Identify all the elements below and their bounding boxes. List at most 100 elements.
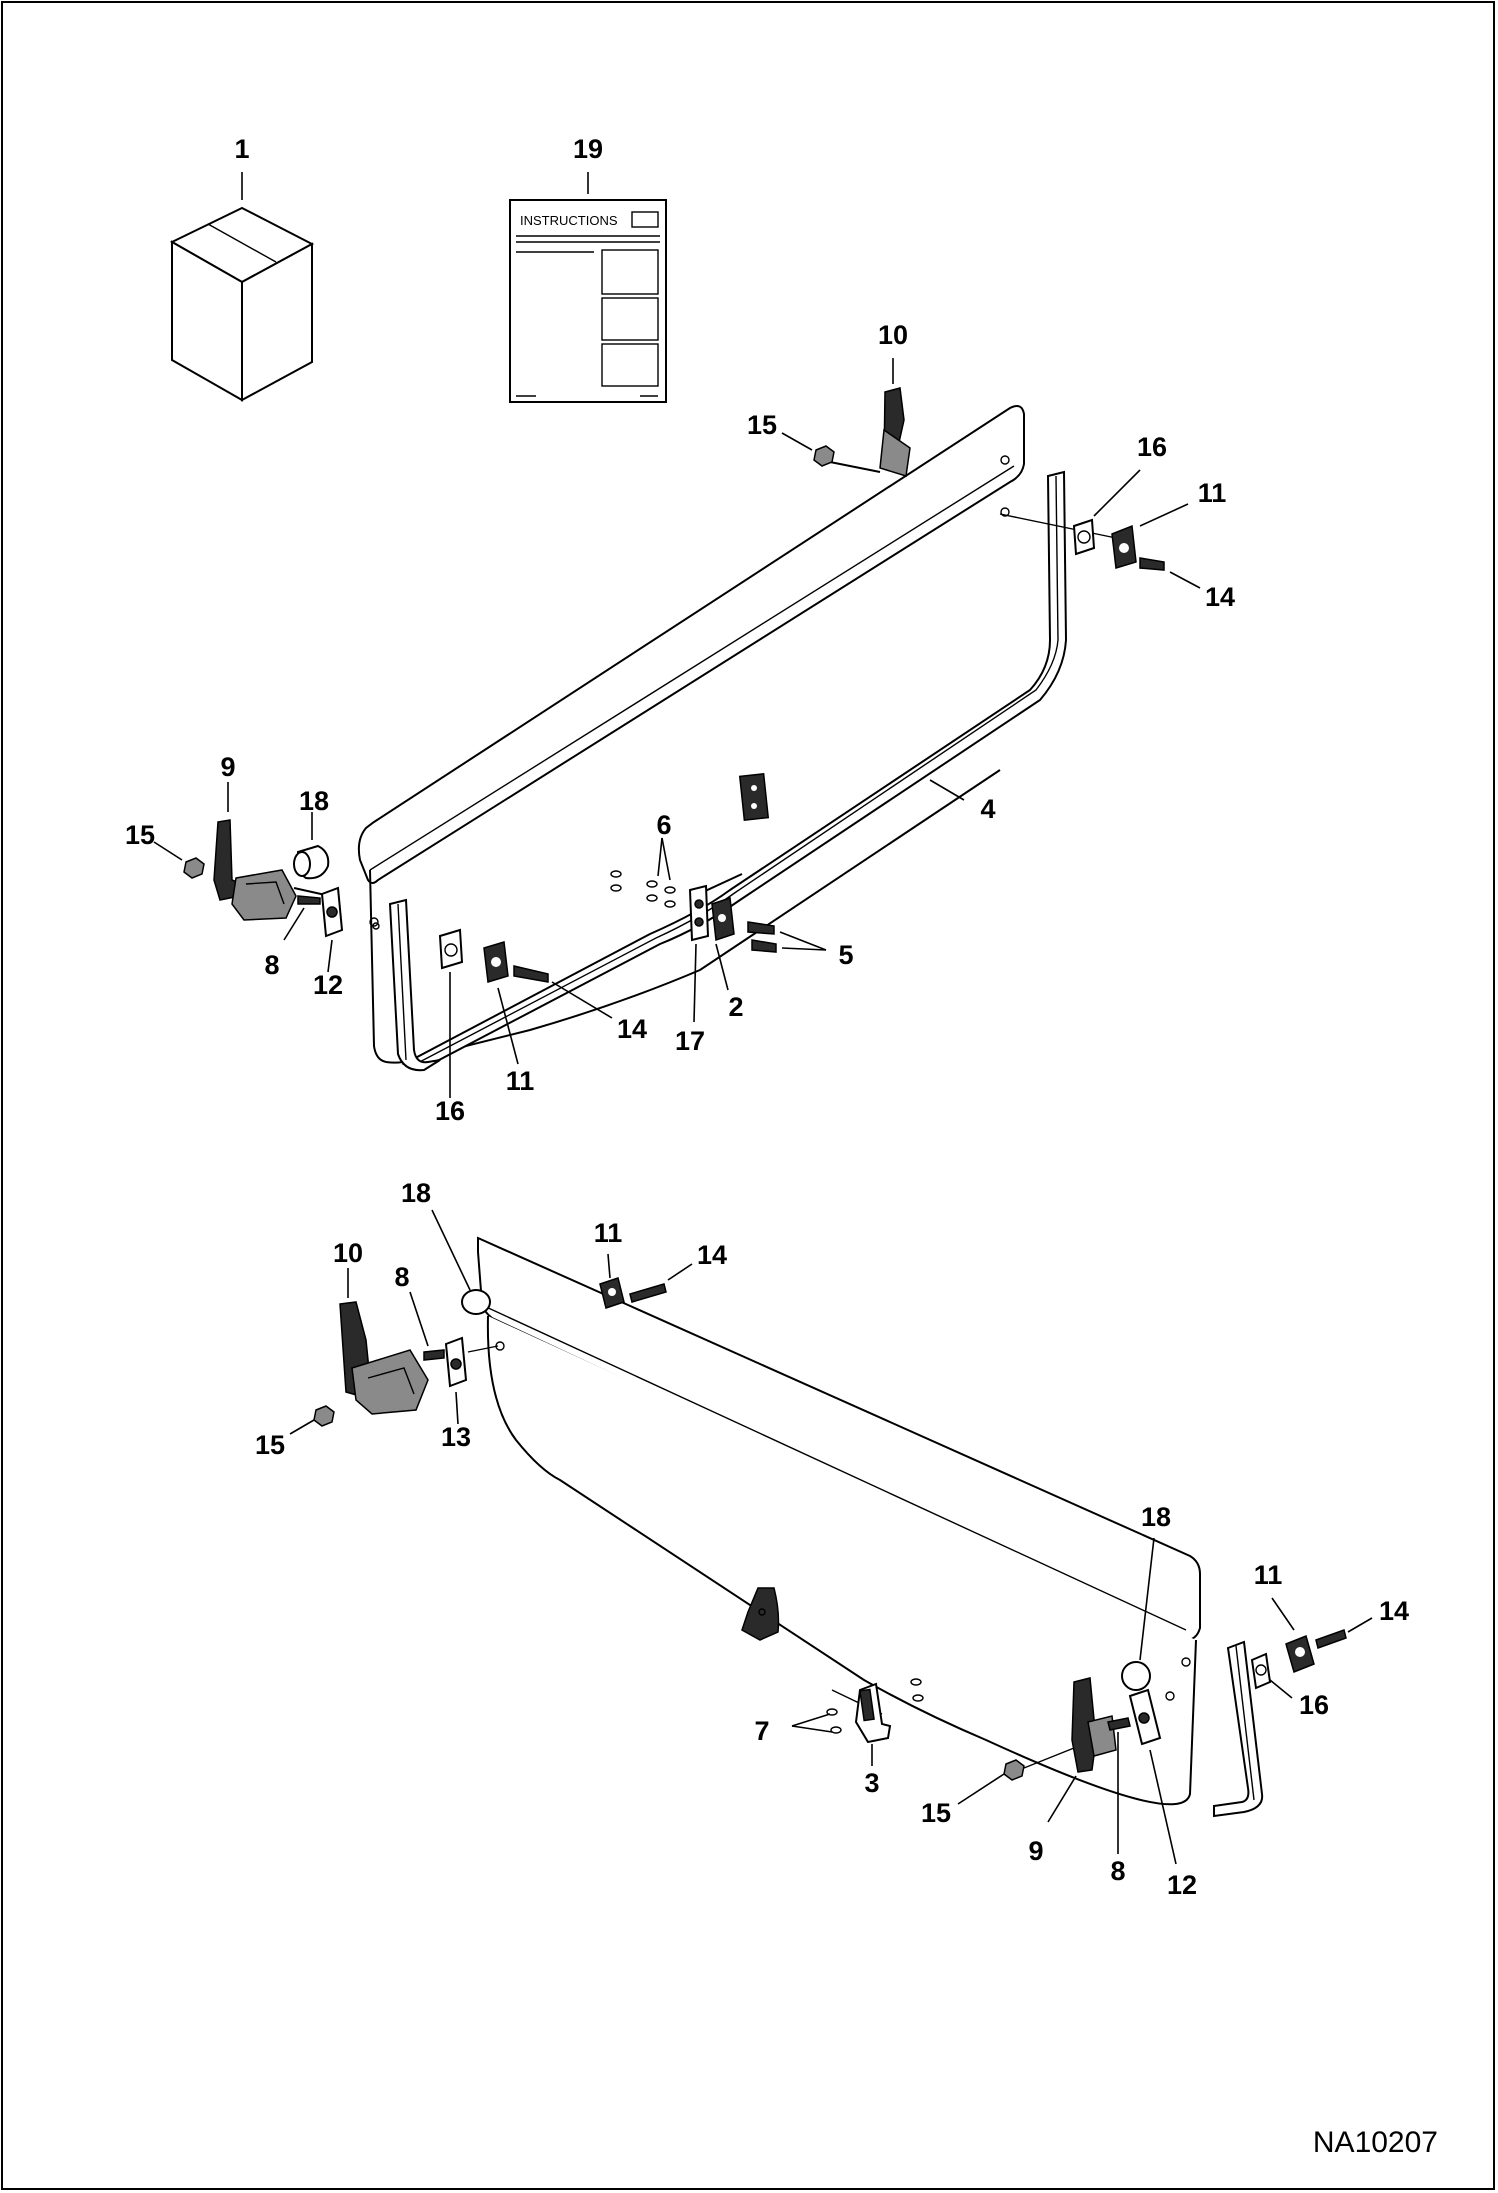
instruction-sheet: INSTRUCTIONS <box>509 199 667 403</box>
lower-door-panel <box>477 1236 1264 1818</box>
callout-u15a: 15 <box>747 410 777 440</box>
nut-l15a <box>313 1405 335 1427</box>
washers-u6 <box>610 870 676 908</box>
shipping-box <box>169 206 315 402</box>
leader-l18a <box>431 1209 471 1291</box>
callout-l10: 10 <box>333 1238 363 1268</box>
leader-l11b <box>1271 1597 1295 1631</box>
leader-l7b <box>791 1725 833 1733</box>
leader-u5b <box>781 947 827 951</box>
leader-u2 <box>715 943 729 991</box>
leader-l15b <box>957 1773 1005 1805</box>
callout-l9: 9 <box>1028 1836 1043 1866</box>
callout-l3: 3 <box>864 1768 879 1798</box>
leader-u8 <box>283 907 305 941</box>
callout-u11a: 11 <box>1198 478 1227 508</box>
callout-u6: 6 <box>656 810 671 840</box>
callout-l14a: 14 <box>697 1240 727 1270</box>
callout-l15b: 15 <box>921 1798 951 1828</box>
callout-u15b: 15 <box>125 820 155 850</box>
leader-u14a <box>1169 571 1201 589</box>
leader-l11a <box>607 1253 611 1279</box>
leader-u5a <box>779 931 827 951</box>
nut-u15a <box>813 445 835 467</box>
leader-l16 <box>1269 1679 1293 1699</box>
screw-l14b <box>1315 1629 1347 1649</box>
callout-u9: 9 <box>220 752 235 782</box>
callout-1: 1 <box>234 134 249 164</box>
nut-u15b <box>183 857 205 879</box>
leader-u6a <box>657 837 663 877</box>
leader-l14b <box>1347 1617 1373 1633</box>
leader-u15b <box>153 841 183 861</box>
callout-l13: 13 <box>441 1422 471 1452</box>
screw-u14a <box>1139 557 1165 571</box>
leader-u12 <box>327 939 333 973</box>
callout-u14a: 14 <box>1205 582 1235 612</box>
leader-u11a <box>1139 503 1189 527</box>
callout-u2: 2 <box>728 992 743 1022</box>
leader-u16a <box>1093 469 1141 517</box>
leader-l8a <box>409 1291 429 1347</box>
callout-u4: 4 <box>980 794 995 824</box>
leader-l13 <box>455 1391 459 1425</box>
bracket-u17 <box>688 884 710 942</box>
callout-l11a: 11 <box>594 1218 623 1248</box>
callout-l14b: 14 <box>1379 1596 1409 1626</box>
callout-u11b: 11 <box>506 1066 535 1096</box>
callout-l18a: 18 <box>401 1178 431 1208</box>
leader-u15a <box>781 432 813 451</box>
leader-u11b <box>497 987 519 1065</box>
callout-l16: 16 <box>1299 1690 1329 1720</box>
spacer-u16b <box>438 928 464 970</box>
bumper-l18a <box>461 1289 491 1315</box>
leader-l9 <box>1047 1775 1077 1823</box>
pin-u8 <box>297 895 321 905</box>
screw-u5a <box>747 921 775 935</box>
instructions-title: INSTRUCTIONS <box>520 213 618 228</box>
leader-u6b <box>661 837 671 881</box>
spacer-u16a <box>1072 518 1096 556</box>
screw-u5b <box>751 939 777 953</box>
callout-l8b: 8 <box>1110 1856 1125 1886</box>
callout-u17: 17 <box>675 1026 705 1056</box>
callout-l8a: 8 <box>394 1262 409 1292</box>
nut-l15b <box>1003 1759 1025 1781</box>
bumper-l18b <box>1121 1661 1151 1691</box>
document-id: NA10207 <box>1313 2126 1438 2159</box>
callout-u12: 12 <box>313 970 343 1000</box>
callout-l12: 12 <box>1167 1870 1197 1900</box>
callout-l18b: 18 <box>1141 1502 1171 1532</box>
callout-19: 19 <box>573 134 603 164</box>
latch-handle-lower-left <box>339 1301 429 1415</box>
callout-u16a: 16 <box>1137 432 1167 462</box>
latch-handle-upper <box>829 387 911 477</box>
callout-u5: 5 <box>838 940 853 970</box>
upper-door-panel <box>357 405 1068 1072</box>
callout-l11b: 11 <box>1254 1560 1283 1590</box>
callout-u10: 10 <box>878 320 908 350</box>
pin-l8b <box>1107 1717 1131 1731</box>
callout-l15a: 15 <box>255 1430 285 1460</box>
callout-u16b: 16 <box>435 1096 465 1126</box>
leader-l12 <box>1149 1749 1177 1865</box>
leader-l14a <box>667 1263 693 1281</box>
callout-u14b: 14 <box>617 1014 647 1044</box>
callout-l7: 7 <box>754 1716 769 1746</box>
pin-l8a <box>423 1349 445 1361</box>
washers-l7 <box>826 1678 924 1734</box>
callout-u18: 18 <box>299 786 329 816</box>
upper-right-axis <box>999 513 1117 539</box>
leader-l7a <box>791 1713 831 1727</box>
leader-u4 <box>929 779 965 801</box>
leader-l15a <box>289 1419 315 1435</box>
spacer-l16 <box>1250 1652 1272 1690</box>
leader-u17 <box>693 943 697 1023</box>
leader-u14b <box>551 981 613 1019</box>
screw-u14b <box>513 965 549 983</box>
callout-u8: 8 <box>264 950 279 980</box>
screw-l14a <box>629 1283 667 1303</box>
leader-l18b <box>1139 1537 1155 1661</box>
